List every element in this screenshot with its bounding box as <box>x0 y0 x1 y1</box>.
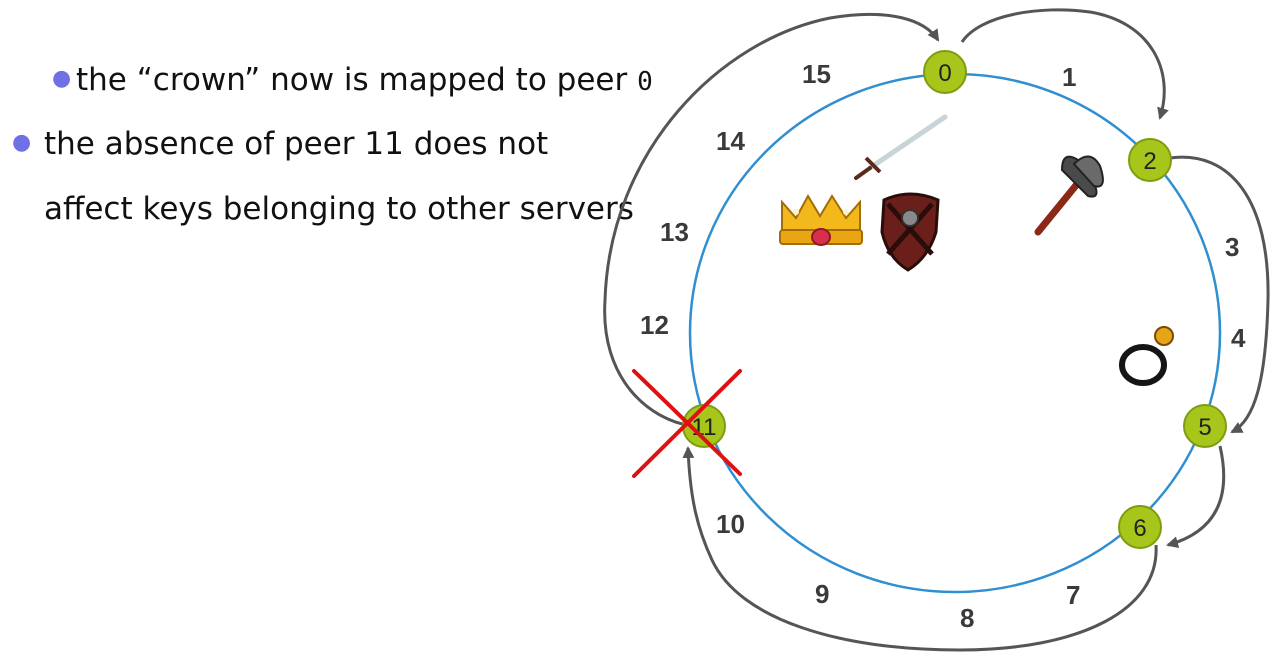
peer-node-2: 2 <box>1128 138 1172 182</box>
bullet-crown-mapping: the “crown” now is mapped to peer 0 <box>76 62 653 98</box>
axe-icon <box>1034 155 1104 236</box>
crown-icon <box>779 193 863 246</box>
arrow-5-to-6 <box>1166 445 1226 549</box>
key-3: 3 <box>1225 232 1239 262</box>
key-15: 15 <box>802 59 831 89</box>
peer-node-0: 0 <box>923 50 967 94</box>
key-12: 12 <box>640 310 669 340</box>
peer-node-6: 6 <box>1118 505 1162 549</box>
arrow-11-to-0 <box>603 12 940 428</box>
peer-label-5: 5 <box>1198 414 1211 441</box>
key-13: 13 <box>660 217 689 247</box>
key-labels: 1 3 4 7 8 9 10 12 13 14 15 <box>640 59 1246 633</box>
arrow-6-to-11 <box>682 446 1158 652</box>
key-9: 9 <box>815 579 829 609</box>
peer-label-6: 6 <box>1133 515 1146 542</box>
bullet-absence-line2: affect keys belonging to other servers <box>44 191 634 227</box>
shield-icon <box>880 192 940 272</box>
peer-node-5: 5 <box>1183 404 1227 448</box>
peer-label-2: 2 <box>1143 148 1156 175</box>
ring-icon <box>1119 326 1174 386</box>
bullet-dot: ● <box>52 66 72 91</box>
key-8: 8 <box>960 603 974 633</box>
bullet-dot: ● <box>12 130 32 155</box>
sword-icon <box>854 114 948 180</box>
key-4: 4 <box>1231 323 1246 353</box>
peer-nodes: 0 2 5 6 11 <box>682 50 1227 549</box>
key-10: 10 <box>716 509 745 539</box>
removed-peer-cross <box>632 369 742 478</box>
arrow-2-to-5 <box>1169 155 1270 434</box>
successor-arrows <box>603 8 1270 652</box>
bullet-text: the “crown” now is mapped to peer <box>76 62 638 98</box>
key-1: 1 <box>1062 62 1076 92</box>
key-14: 14 <box>716 126 745 156</box>
peer-label-0: 0 <box>938 60 951 87</box>
bullet-absence-line1: the absence of peer 11 does not <box>44 126 549 162</box>
peer-id: 0 <box>637 67 653 97</box>
arrow-0-to-2 <box>960 8 1169 120</box>
key-7: 7 <box>1066 580 1080 610</box>
